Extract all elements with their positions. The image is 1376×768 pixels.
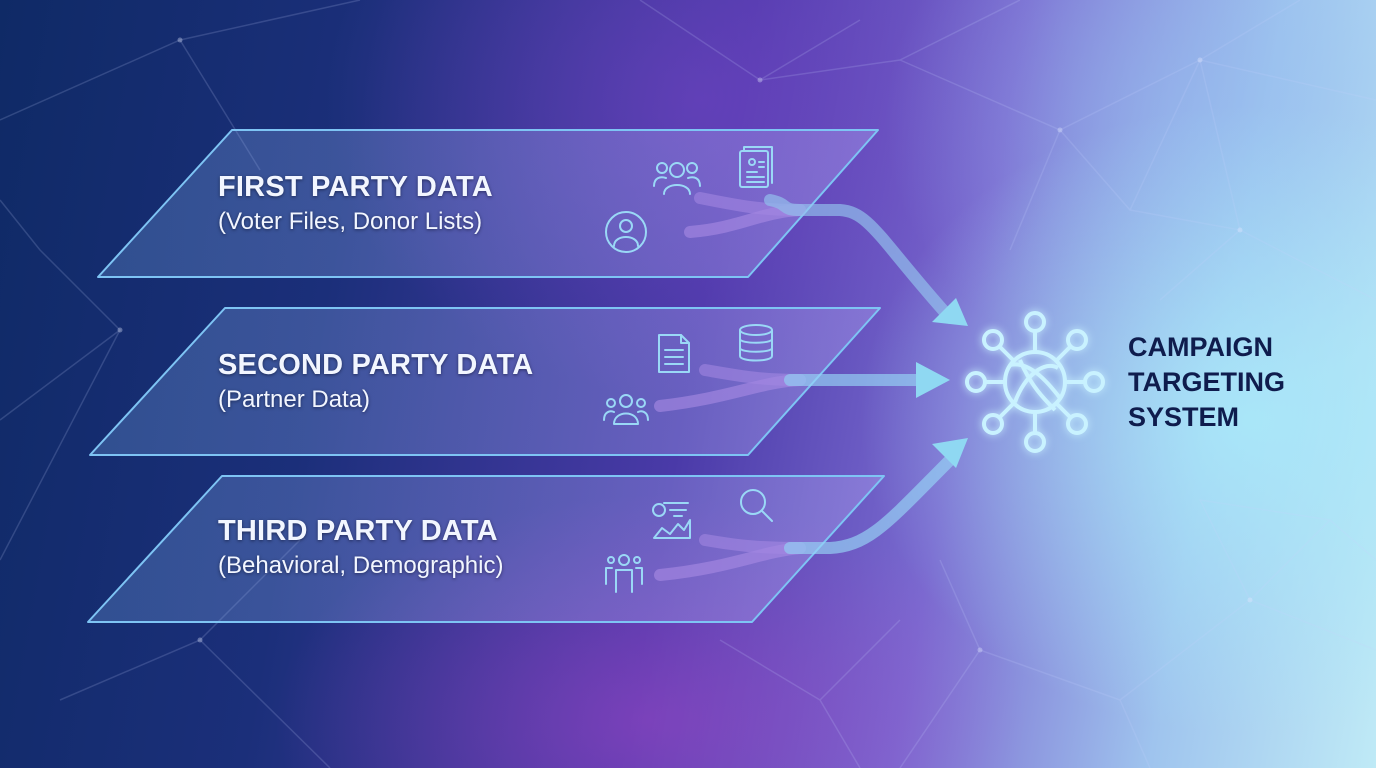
layer-third-party: THIRD PARTY DATA (Behavioral, Demographi… bbox=[218, 514, 503, 581]
user-circle-icon bbox=[605, 211, 647, 253]
layer-subtitle: (Voter Files, Donor Lists) bbox=[218, 208, 483, 235]
layer-title: THIRD PARTY DATA bbox=[218, 515, 498, 547]
layer-first-party: FIRST PARTY DATA (Voter Files, Donor Lis… bbox=[218, 170, 493, 237]
panel-second-party bbox=[89, 307, 881, 456]
profile-document-icon bbox=[739, 146, 773, 188]
target-line-2: TARGETING bbox=[1128, 367, 1285, 397]
group-icon bbox=[653, 162, 701, 195]
panel-third-party bbox=[87, 475, 885, 623]
database-icon bbox=[739, 324, 773, 362]
group-icon bbox=[603, 394, 649, 425]
layer-subtitle: (Partner Data) bbox=[218, 386, 371, 413]
search-icon bbox=[740, 489, 773, 522]
target-line-3: SYSTEM bbox=[1128, 402, 1240, 432]
campaign-targeting-system-label: CAMPAIGN TARGETING SYSTEM bbox=[1128, 330, 1285, 435]
analytics-report-icon bbox=[652, 502, 691, 539]
people-icon bbox=[605, 554, 643, 593]
target-line-1: CAMPAIGN bbox=[1128, 332, 1273, 362]
document-icon bbox=[658, 334, 690, 373]
network-hub-icon bbox=[965, 311, 1105, 453]
arrowheads bbox=[916, 298, 968, 468]
layer-title: FIRST PARTY DATA bbox=[218, 171, 493, 203]
layer-second-party: SECOND PARTY DATA (Partner Data) bbox=[218, 348, 533, 415]
layer-title: SECOND PARTY DATA bbox=[218, 349, 534, 381]
layer-subtitle: (Behavioral, Demographic) bbox=[218, 552, 504, 579]
